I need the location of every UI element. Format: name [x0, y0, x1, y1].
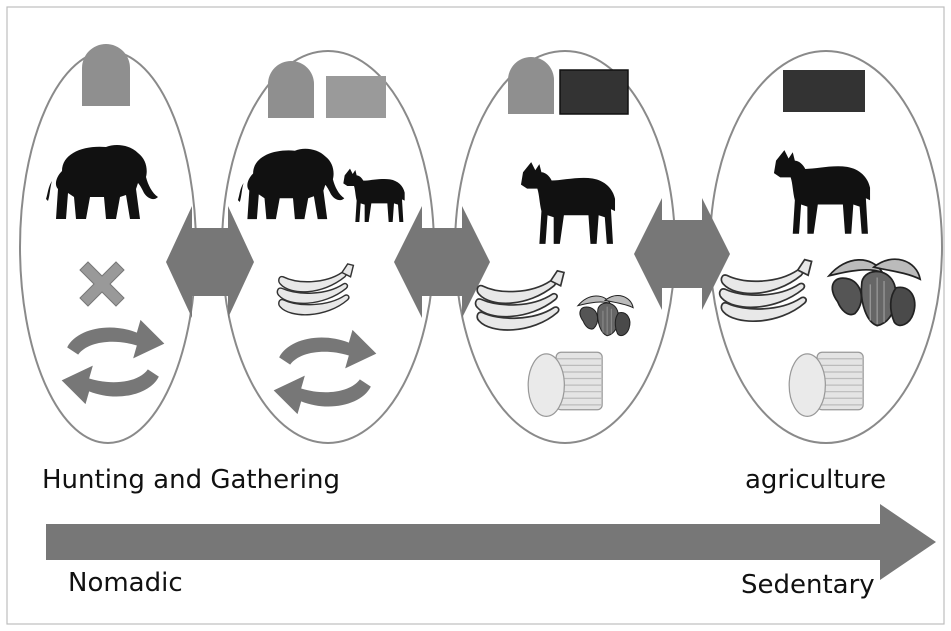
banana-icon	[476, 271, 564, 330]
agriculture-label: agriculture	[745, 467, 886, 493]
banana-icon	[277, 264, 353, 315]
cocoa-icon	[829, 259, 920, 325]
transition-arrow-3-4	[634, 198, 730, 310]
hut-icon	[508, 57, 554, 114]
cycle-arrows-icon	[62, 320, 165, 404]
banana-icon	[720, 260, 812, 322]
coins-icon	[528, 352, 602, 416]
duiker-icon	[521, 162, 615, 244]
coins-icon	[789, 352, 863, 416]
house-icon	[783, 70, 865, 112]
nomadic-label: Nomadic	[68, 570, 183, 596]
hut-icon	[268, 61, 314, 118]
cocoa-icon	[578, 296, 633, 336]
house-icon	[326, 76, 386, 118]
hunting-gathering-label: Hunting and Gathering	[42, 467, 340, 493]
duiker-icon	[774, 150, 870, 234]
elephant-icon	[238, 149, 344, 219]
cycle-arrows-icon	[274, 330, 377, 414]
sedentary-label: Sedentary	[741, 572, 875, 598]
cross-icon	[80, 262, 124, 306]
elephant-icon	[46, 145, 158, 219]
duiker-icon	[343, 169, 404, 222]
transition-arrow-1-2	[166, 206, 254, 318]
hut-icon	[82, 44, 130, 106]
house-icon	[560, 70, 628, 114]
